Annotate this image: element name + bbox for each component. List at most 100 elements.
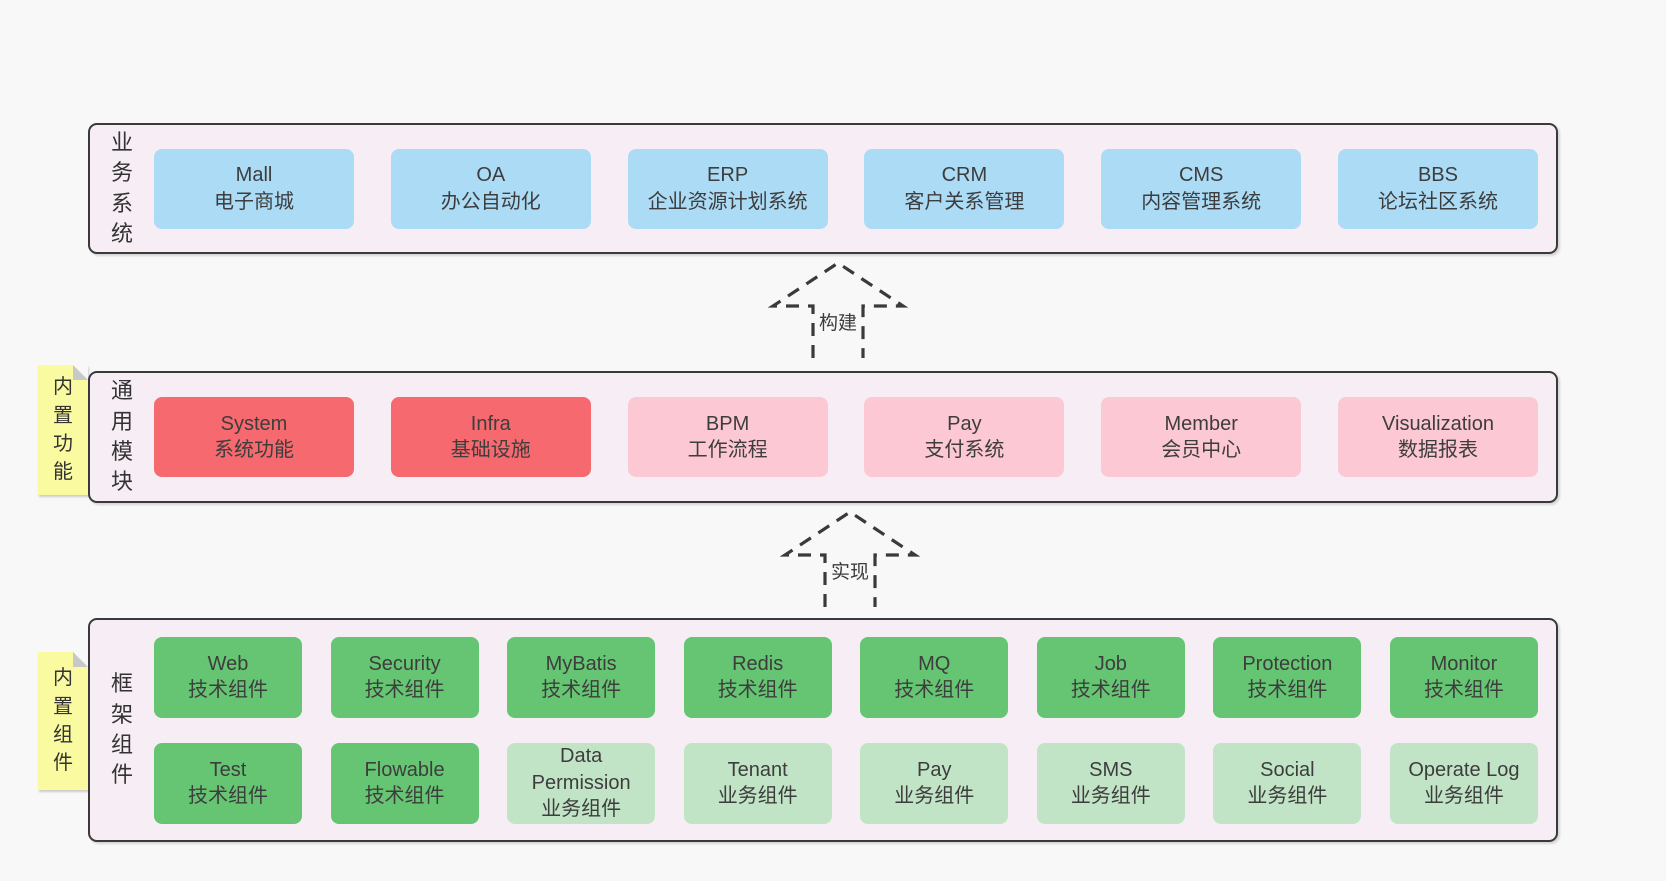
box-subtitle: 业务组件 xyxy=(541,798,622,821)
box-subtitle: 业务组件 xyxy=(717,785,798,807)
box-subtitle: 技术组件 xyxy=(894,679,975,701)
box-job: Job 技术组件 xyxy=(1036,636,1185,718)
box-subtitle: 业务组件 xyxy=(1423,785,1504,807)
box-erp: ERP 企业资源计划系统 xyxy=(627,148,828,229)
box-subtitle: 技术组件 xyxy=(717,679,798,701)
box-title: System xyxy=(220,412,288,435)
sticky-note-text: 内置组件 xyxy=(53,667,73,775)
box-title: Tenant xyxy=(727,758,788,781)
box-pay-business: Pay 业务组件 xyxy=(860,742,1009,824)
box-redis: Redis 技术组件 xyxy=(683,636,832,718)
box-title: SMS xyxy=(1089,758,1133,781)
box-subtitle: 电子商城 xyxy=(214,190,294,213)
box-subtitle: 会员中心 xyxy=(1161,439,1242,461)
box-tenant: Tenant 业务组件 xyxy=(683,742,832,824)
band-label-text: 框架组件 xyxy=(110,671,133,788)
box-title: Pay xyxy=(917,758,952,781)
band-label-text: 通用模块 xyxy=(110,378,133,495)
box-title: MyBatis xyxy=(545,652,617,675)
box-monitor: Monitor 技术组件 xyxy=(1389,636,1538,718)
box-subtitle: 数据报表 xyxy=(1397,439,1478,461)
box-title: Test xyxy=(209,758,247,781)
box-member: Member 会员中心 xyxy=(1101,397,1302,477)
box-title: CMS xyxy=(1178,164,1224,187)
arrow-implement-label: 实现 xyxy=(826,556,874,585)
band-framework-components: 框架组件 Web 技术组件 Security 技术组件 MyBatis 技术组件… xyxy=(88,618,1558,842)
box-bbs: BBS 论坛社区系统 xyxy=(1337,148,1538,229)
up-arrow-icon xyxy=(768,261,908,358)
common-modules-boxes: System 系统功能 Infra 基础设施 BPM 工作流程 Pay 支付系统… xyxy=(154,397,1556,477)
box-protection: Protection 技术组件 xyxy=(1213,636,1362,718)
box-security: Security 技术组件 xyxy=(330,636,479,718)
box-subtitle: 技术组件 xyxy=(188,679,268,701)
box-subtitle: 技术组件 xyxy=(1070,679,1151,701)
box-social: Social 业务组件 xyxy=(1213,742,1362,824)
box-title: Security xyxy=(368,652,441,675)
box-title: MQ xyxy=(918,652,951,675)
box-title: Job xyxy=(1094,652,1127,675)
box-subtitle: 技术组件 xyxy=(541,679,622,701)
box-title: BPM xyxy=(705,412,750,435)
box-title: ERP xyxy=(707,164,749,187)
band-label-common-modules: 通用模块 xyxy=(90,376,154,497)
box-subtitle: 办公自动化 xyxy=(440,190,541,213)
box-subtitle: 技术组件 xyxy=(364,785,445,807)
box-subtitle: 技术组件 xyxy=(1247,679,1328,701)
band-business-systems: 业务系统 Mall 电子商城 OA 办公自动化 ERP 企业资源计划系统 CRM… xyxy=(88,123,1558,254)
box-subtitle: 基础设施 xyxy=(450,439,531,461)
box-title: OA xyxy=(476,164,506,187)
box-subtitle: 技术组件 xyxy=(1423,679,1504,701)
box-subtitle: 业务组件 xyxy=(1247,785,1328,807)
box-subtitle: 内容管理系统 xyxy=(1141,190,1262,213)
arrow-build-label: 构建 xyxy=(814,307,862,336)
box-web: Web 技术组件 xyxy=(154,636,302,718)
arrow-implement: 实现 xyxy=(780,508,920,610)
box-sms: SMS 业务组件 xyxy=(1036,742,1185,824)
box-subtitle: 论坛社区系统 xyxy=(1377,190,1498,213)
box-title: Redis xyxy=(732,652,784,675)
box-data-permission: Data Permission 业务组件 xyxy=(507,742,656,824)
box-pay: Pay 支付系统 xyxy=(864,397,1065,477)
box-flowable: Flowable 技术组件 xyxy=(330,742,479,824)
box-title: Operate Log xyxy=(1408,758,1520,781)
box-title: Web xyxy=(207,652,249,675)
band-label-text: 业务系统 xyxy=(110,129,133,246)
box-title: Monitor xyxy=(1430,652,1498,675)
box-mall: Mall 电子商城 xyxy=(154,148,354,229)
folded-corner-icon xyxy=(73,652,88,667)
box-title: Infra xyxy=(470,412,511,435)
box-title: Visualization xyxy=(1382,412,1494,435)
box-infra: Infra 基础设施 xyxy=(390,397,591,477)
box-subtitle: 支付系统 xyxy=(924,439,1005,461)
box-subtitle: 客户关系管理 xyxy=(904,190,1025,213)
sticky-note-built-in-functions: 内置功能 xyxy=(38,365,88,495)
band-label-business-systems: 业务系统 xyxy=(90,128,154,249)
box-test: Test 技术组件 xyxy=(154,742,302,824)
framework-components-row-2: Test 技术组件 Flowable 技术组件 Data Permission … xyxy=(154,742,1538,824)
box-title: Protection xyxy=(1242,652,1333,675)
box-system: System 系统功能 xyxy=(154,397,354,477)
sticky-note-built-in-components: 内置组件 xyxy=(38,652,88,790)
box-subtitle: 业务组件 xyxy=(1070,785,1151,807)
folded-corner-icon xyxy=(73,365,88,380)
box-subtitle: 技术组件 xyxy=(364,679,445,701)
box-title: CRM xyxy=(941,164,988,187)
box-subtitle: 技术组件 xyxy=(188,785,268,807)
box-bpm: BPM 工作流程 xyxy=(627,397,828,477)
box-mq: MQ 技术组件 xyxy=(860,636,1009,718)
box-subtitle: 系统功能 xyxy=(214,439,294,461)
band-common-modules: 通用模块 System 系统功能 Infra 基础设施 BPM 工作流程 Pay… xyxy=(88,371,1558,503)
box-subtitle: 企业资源计划系统 xyxy=(647,190,808,213)
box-title: Social xyxy=(1260,758,1315,781)
business-systems-boxes: Mall 电子商城 OA 办公自动化 ERP 企业资源计划系统 CRM 客户关系… xyxy=(154,148,1556,229)
box-title: Member xyxy=(1164,412,1238,435)
box-title: Flowable xyxy=(364,758,445,781)
arrow-build: 构建 xyxy=(768,259,908,361)
box-visualization: Visualization 数据报表 xyxy=(1337,397,1538,477)
box-title: Data Permission xyxy=(531,745,631,794)
box-crm: CRM 客户关系管理 xyxy=(864,148,1065,229)
sticky-note-text: 内置功能 xyxy=(53,376,73,484)
box-title: Mall xyxy=(235,164,273,187)
box-oa: OA 办公自动化 xyxy=(390,148,591,229)
